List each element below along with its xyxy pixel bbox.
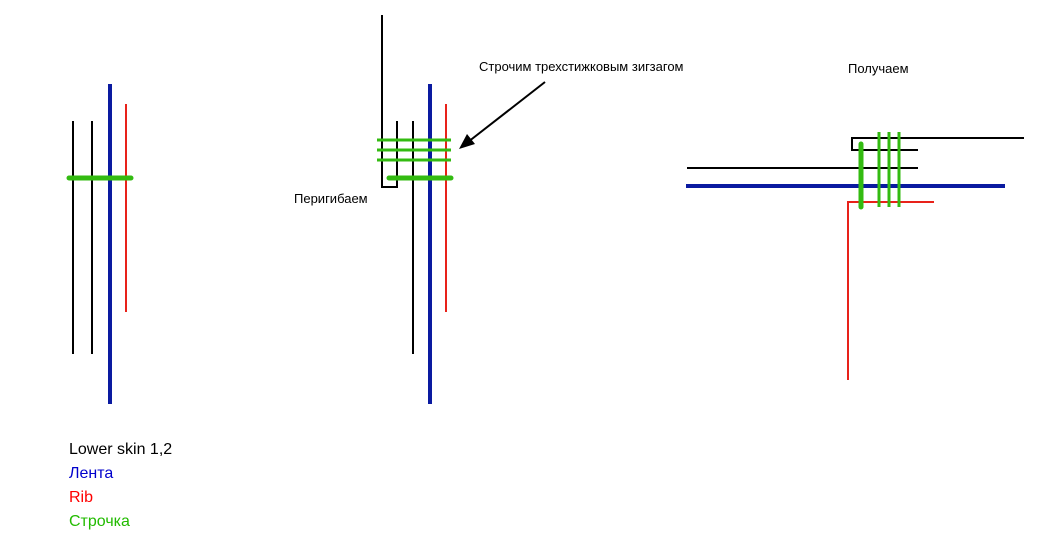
legend-item-tape: Лента [69,465,114,482]
legend-item-rib: Rib [69,489,94,506]
arrow-icon [459,81,546,149]
legend-item-skin: Lower skin 1,2 [69,441,173,458]
stitch-annotation: Строчим трехстижковым зигзагом [479,59,684,74]
fold-annotation: Перигибаем [294,191,368,206]
step3-folded-skin [851,137,1024,151]
step2-diagram [377,15,546,404]
step3-rib [847,201,934,380]
step3-diagram [686,132,1024,380]
legend-item-stitch: Строчка [69,513,130,530]
step2-folded-skin [381,15,398,188]
legend: Lower skin 1,2 Лента Rib Строчка [69,438,172,534]
result-annotation: Получаем [848,61,909,76]
step1-diagram [66,84,134,404]
